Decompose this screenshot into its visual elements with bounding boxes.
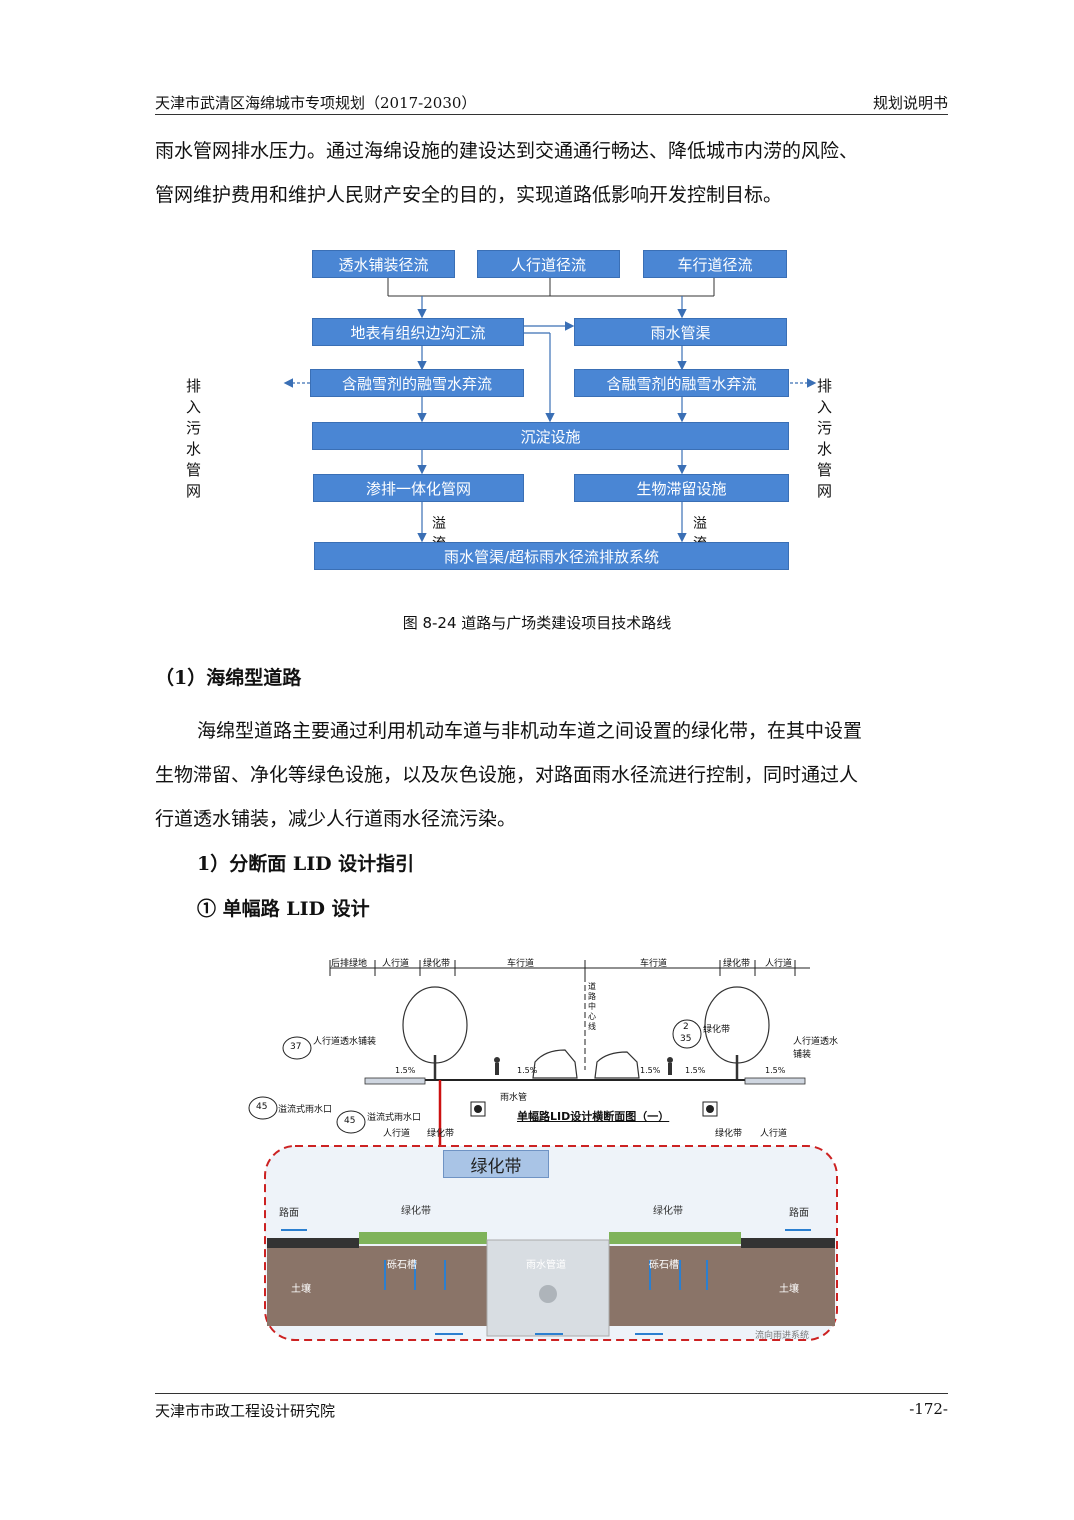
slope-5: 1.5% xyxy=(765,1066,786,1075)
detail-soil-right: 土壤 xyxy=(779,1284,799,1295)
label-carriageway-left: 车行道 xyxy=(507,959,535,969)
road-section-figure: 后排绿地 人行道 绿化带 车行道 车行道 绿化带 人行道 道路中心线 37 45… xyxy=(245,950,845,1345)
label-greenbelt-right: 绿化带 xyxy=(723,959,751,969)
detail-channel: 雨水管道 xyxy=(526,1260,566,1271)
label-sidewalk-left: 人行道 xyxy=(382,959,410,969)
flow-box-melt-right: 含融雪剂的融雪水弃流 xyxy=(574,369,789,397)
flowchart-connectors xyxy=(283,278,817,543)
body-line-3: 行道透水铺装，减少人行道雨水径流污染。 xyxy=(155,808,517,830)
callout-2: 2 xyxy=(683,1022,689,1032)
flow-out-left: 排入污水管网 xyxy=(186,377,202,500)
slope-1: 1.5% xyxy=(395,1066,416,1075)
bottom-greenbelt-left: 绿化带 xyxy=(427,1129,455,1139)
slope-3: 1.5% xyxy=(640,1066,661,1075)
note-overflow-inlet: 溢流式雨水口 xyxy=(278,1105,333,1115)
road-section-drawing xyxy=(248,960,838,1341)
label-center-line: 道路中心线 xyxy=(588,982,596,1031)
intro-line-1: 雨水管网排水压力。通过海绵设施的建设达到交通通行畅达、降低城市内涝的风险、 xyxy=(155,140,859,162)
body-line-1: 海绵型道路主要通过利用机动车道与非机动车道之间设置的绿化带，在其中设置 xyxy=(197,720,863,742)
detail-soil-left: 土壤 xyxy=(291,1284,311,1295)
detail-gravel-right: 砾石槽 xyxy=(649,1260,679,1271)
detail-green-right: 绿化带 xyxy=(653,1206,683,1217)
slope-2: 1.5% xyxy=(517,1066,538,1075)
header-title: 天津市武清区海绵城市专项规划（2017-2030） xyxy=(155,94,477,112)
subsection-2: ① 单幅路 LID 设计 xyxy=(197,898,370,920)
detail-road-right: 路面 xyxy=(789,1208,809,1219)
bottom-sidewalk-right: 人行道 xyxy=(760,1129,788,1139)
bottom-sidewalk-left: 人行道 xyxy=(383,1129,411,1139)
note-overflow-inlet-2: 溢流式雨水口 xyxy=(367,1113,422,1123)
bottom-greenbelt-right: 绿化带 xyxy=(715,1129,743,1139)
note-permeable-right: 人行道透水铺装 xyxy=(793,1037,839,1060)
label-carriageway-right: 车行道 xyxy=(640,959,668,969)
slope-4: 1.5% xyxy=(685,1066,706,1075)
figure-caption: 图 8-24 道路与广场类建设项目技术路线 xyxy=(402,614,672,632)
note-permeable-left: 人行道透水铺装 xyxy=(313,1037,377,1047)
label-back-green: 后排绿地 xyxy=(331,959,368,969)
detail-flow-note: 流向雨进系统 xyxy=(755,1331,810,1341)
flow-box-infiltration: 渗排一体化管网 xyxy=(313,474,524,502)
flow-box-surface-collect: 地表有组织边沟汇流 xyxy=(312,318,524,346)
page-number: -172- xyxy=(909,1400,948,1418)
subsection-1: 1）分断面 LID 设计指引 xyxy=(197,853,415,875)
detail-green-left: 绿化带 xyxy=(401,1206,431,1217)
callout-45-a: 45 xyxy=(256,1102,268,1112)
flow-out-right: 排入污水管网 xyxy=(817,377,833,500)
flow-box-carriageway: 车行道径流 xyxy=(643,250,787,278)
callout-35: 35 xyxy=(680,1034,692,1044)
flow-box-final: 雨水管渠/超标雨水径流排放系统 xyxy=(314,542,789,570)
flow-box-storm-pipe: 雨水管渠 xyxy=(574,318,787,346)
detail-road-left: 路面 xyxy=(279,1208,299,1219)
note-greenbelt: 绿化带 xyxy=(703,1025,731,1035)
drawing-title: 单幅路LID设计横断面图（一） xyxy=(517,1110,670,1123)
page-footer: 天津市市政工程设计研究院 -172- xyxy=(155,1393,948,1422)
label-sidewalk-right: 人行道 xyxy=(765,959,793,969)
label-greenbelt-left: 绿化带 xyxy=(423,959,451,969)
page-header: 天津市武清区海绵城市专项规划（2017-2030） 规划说明书 xyxy=(155,92,948,115)
intro-line-2: 管网维护费用和维护人民财产安全的目的，实现道路低影响开发控制目标。 xyxy=(155,184,783,206)
section-title: （1）海绵型道路 xyxy=(155,667,302,689)
callout-45-b: 45 xyxy=(344,1116,356,1126)
footer-institute: 天津市市政工程设计研究院 xyxy=(155,1402,336,1420)
flow-box-sidewalk: 人行道径流 xyxy=(477,250,620,278)
flow-box-settle: 沉淀设施 xyxy=(312,422,789,450)
detail-gravel-left: 砾石槽 xyxy=(387,1260,417,1271)
flow-box-permeable: 透水铺装径流 xyxy=(312,250,455,278)
flow-box-melt-left: 含融雪剂的融雪水弃流 xyxy=(310,369,524,397)
note-pipe: 雨水管 xyxy=(500,1093,528,1103)
body-line-2: 生物滞留、净化等绿色设施，以及灰色设施，对路面雨水径流进行控制，同时通过人 xyxy=(155,764,859,786)
header-doc-type: 规划说明书 xyxy=(872,94,948,112)
flow-box-bioretention: 生物滞留设施 xyxy=(574,474,789,502)
callout-37: 37 xyxy=(290,1042,302,1052)
detail-tag-greenbelt: 绿化带 xyxy=(443,1150,549,1178)
